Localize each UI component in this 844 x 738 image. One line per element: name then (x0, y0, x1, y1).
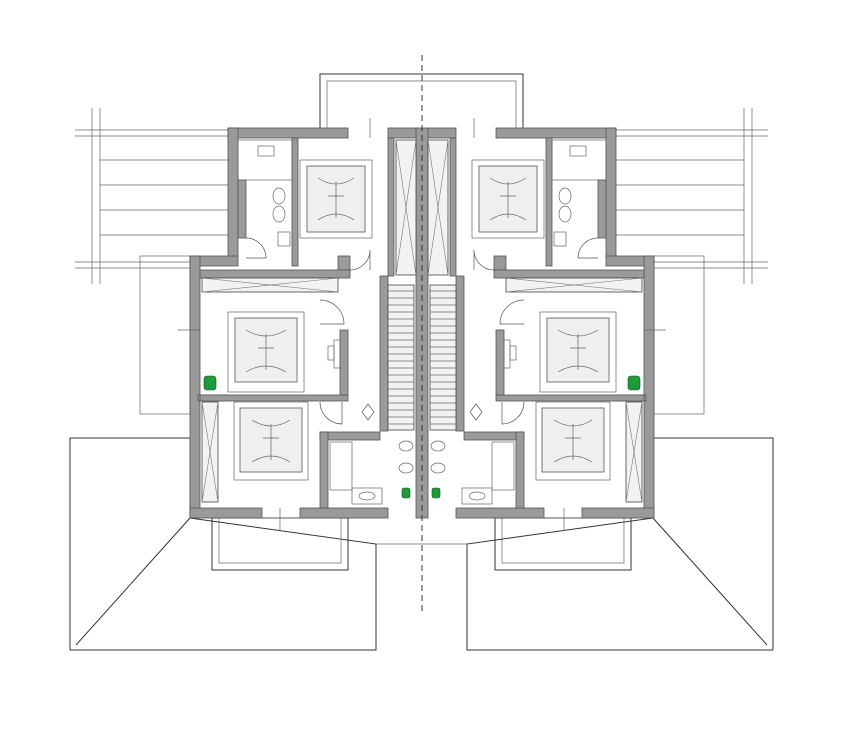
bed-top-right (471, 159, 545, 239)
pergola-right (614, 108, 768, 415)
bathroom-bottom-left (329, 440, 414, 505)
staircase-left (387, 284, 415, 431)
bathroom-bottom-right (430, 440, 515, 505)
plant-icon (401, 487, 411, 499)
window-marks (178, 118, 666, 530)
door-swings (245, 237, 599, 425)
interior-walls-left (199, 137, 381, 509)
bed-middle-left (227, 311, 305, 393)
plant-icon (627, 375, 641, 391)
plant-icon (431, 487, 441, 499)
plant-icon (203, 375, 217, 391)
staircase-right (429, 284, 457, 431)
wardrobes (201, 139, 643, 503)
bed-bottom-right (535, 401, 611, 481)
desk-left (327, 339, 341, 369)
desk-right (503, 339, 517, 369)
plants (203, 375, 641, 499)
bed-middle-right (539, 311, 617, 393)
bed-top-left (299, 159, 373, 239)
bed-bottom-left (233, 401, 309, 481)
pergola-left (75, 108, 230, 415)
bathroom-top-left (237, 139, 293, 247)
bathroom-top-right (551, 139, 607, 247)
